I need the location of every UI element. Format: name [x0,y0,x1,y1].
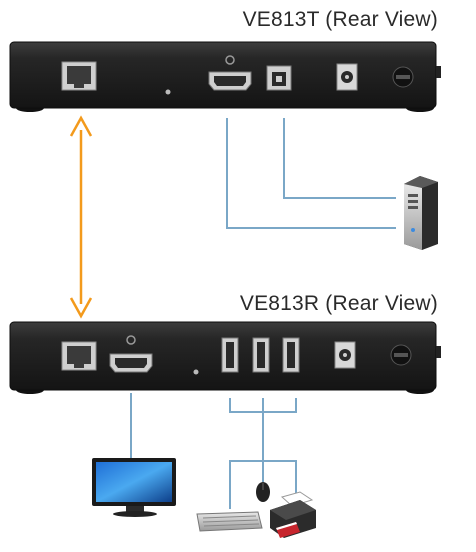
rj45-port-icon [61,341,97,371]
monitor-icon [92,458,176,517]
link-arrow [69,115,93,319]
receiver-title: VE813R (Rear View) [239,292,438,315]
led-icon [165,89,171,95]
round-button-icon [392,66,414,88]
dc-power-port-icon [336,63,358,91]
rj45-port-icon [61,61,97,91]
receiver-device [9,321,441,394]
mouse-icon [256,482,270,502]
printer-icon [270,491,316,538]
transmitter-device [9,41,441,112]
usb-b-port-icon [266,65,292,91]
usb-a-port-icon [282,337,300,373]
transmitter-cables [226,118,396,229]
transmitter-title: VE813T (Rear View) [242,8,438,31]
usb-a-port-icon [252,337,270,373]
usb-a-port-icon [221,337,239,373]
computer-tower-icon [404,176,438,250]
dc-power-port-icon [334,341,356,369]
hdmi-port-icon [208,55,252,91]
hdmi-port-icon [109,335,153,373]
receiver-cables [130,393,297,509]
round-button-icon [390,344,412,366]
keyboard-icon [196,511,263,532]
led-icon [193,369,199,375]
